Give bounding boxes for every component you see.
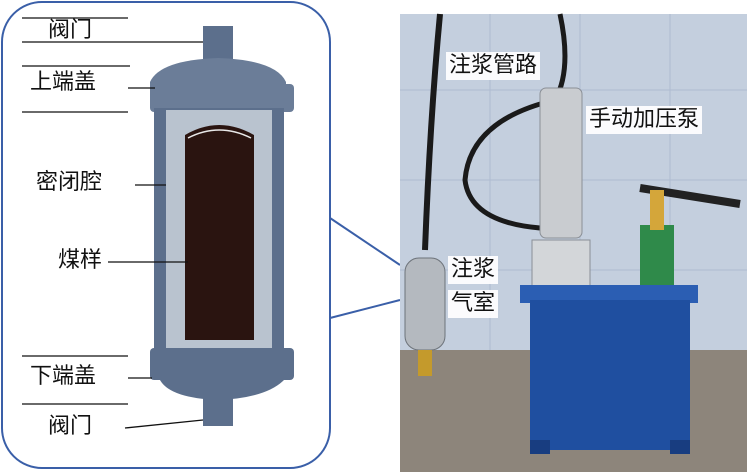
- label-bottom-cap: 下端盖: [30, 364, 97, 389]
- label-top-cap: 上端盖: [30, 70, 97, 95]
- label-grout-chamber-line1: 注浆: [448, 256, 499, 285]
- hose-2: [462, 13, 568, 231]
- label-valve-bottom: 阀门: [48, 414, 93, 439]
- grout-chamber-valve: [418, 350, 432, 376]
- pump-base-block: [531, 239, 591, 289]
- bottom-valve: [203, 398, 233, 426]
- pump-tower: [539, 87, 583, 239]
- label-grout-pipe: 注浆管路: [446, 52, 541, 81]
- zoom-line-bottom: [329, 299, 401, 319]
- bottom-cap: [150, 348, 294, 380]
- pump-cabinet-leg-right: [670, 440, 690, 454]
- coal-sample: [185, 125, 254, 340]
- label-grout-chamber-line2: 气室: [448, 290, 499, 319]
- label-sealed-chamber: 密闭腔: [36, 170, 103, 195]
- coal-sample-highlight: [187, 129, 252, 139]
- top-cap-rim: [150, 84, 294, 112]
- pump-cabinet-top: [520, 285, 698, 303]
- top-valve: [203, 26, 233, 60]
- label-valve-top: 阀门: [48, 18, 93, 43]
- hose: [422, 13, 443, 251]
- bottom-cap-dome: [160, 380, 284, 400]
- pump-cabinet-leg-left: [530, 440, 550, 454]
- zoom-line-top: [329, 217, 401, 266]
- green-pump: [640, 225, 674, 289]
- grout-chamber-cylinder: [404, 257, 446, 351]
- leader-valve-bottom: [124, 419, 204, 429]
- leader-lines: [22, 17, 204, 429]
- pump-cabinet: [530, 300, 690, 450]
- label-hand-pump: 手动加压泵: [586, 106, 703, 135]
- pump-piston: [650, 190, 664, 230]
- label-coal-sample: 煤样: [58, 248, 103, 273]
